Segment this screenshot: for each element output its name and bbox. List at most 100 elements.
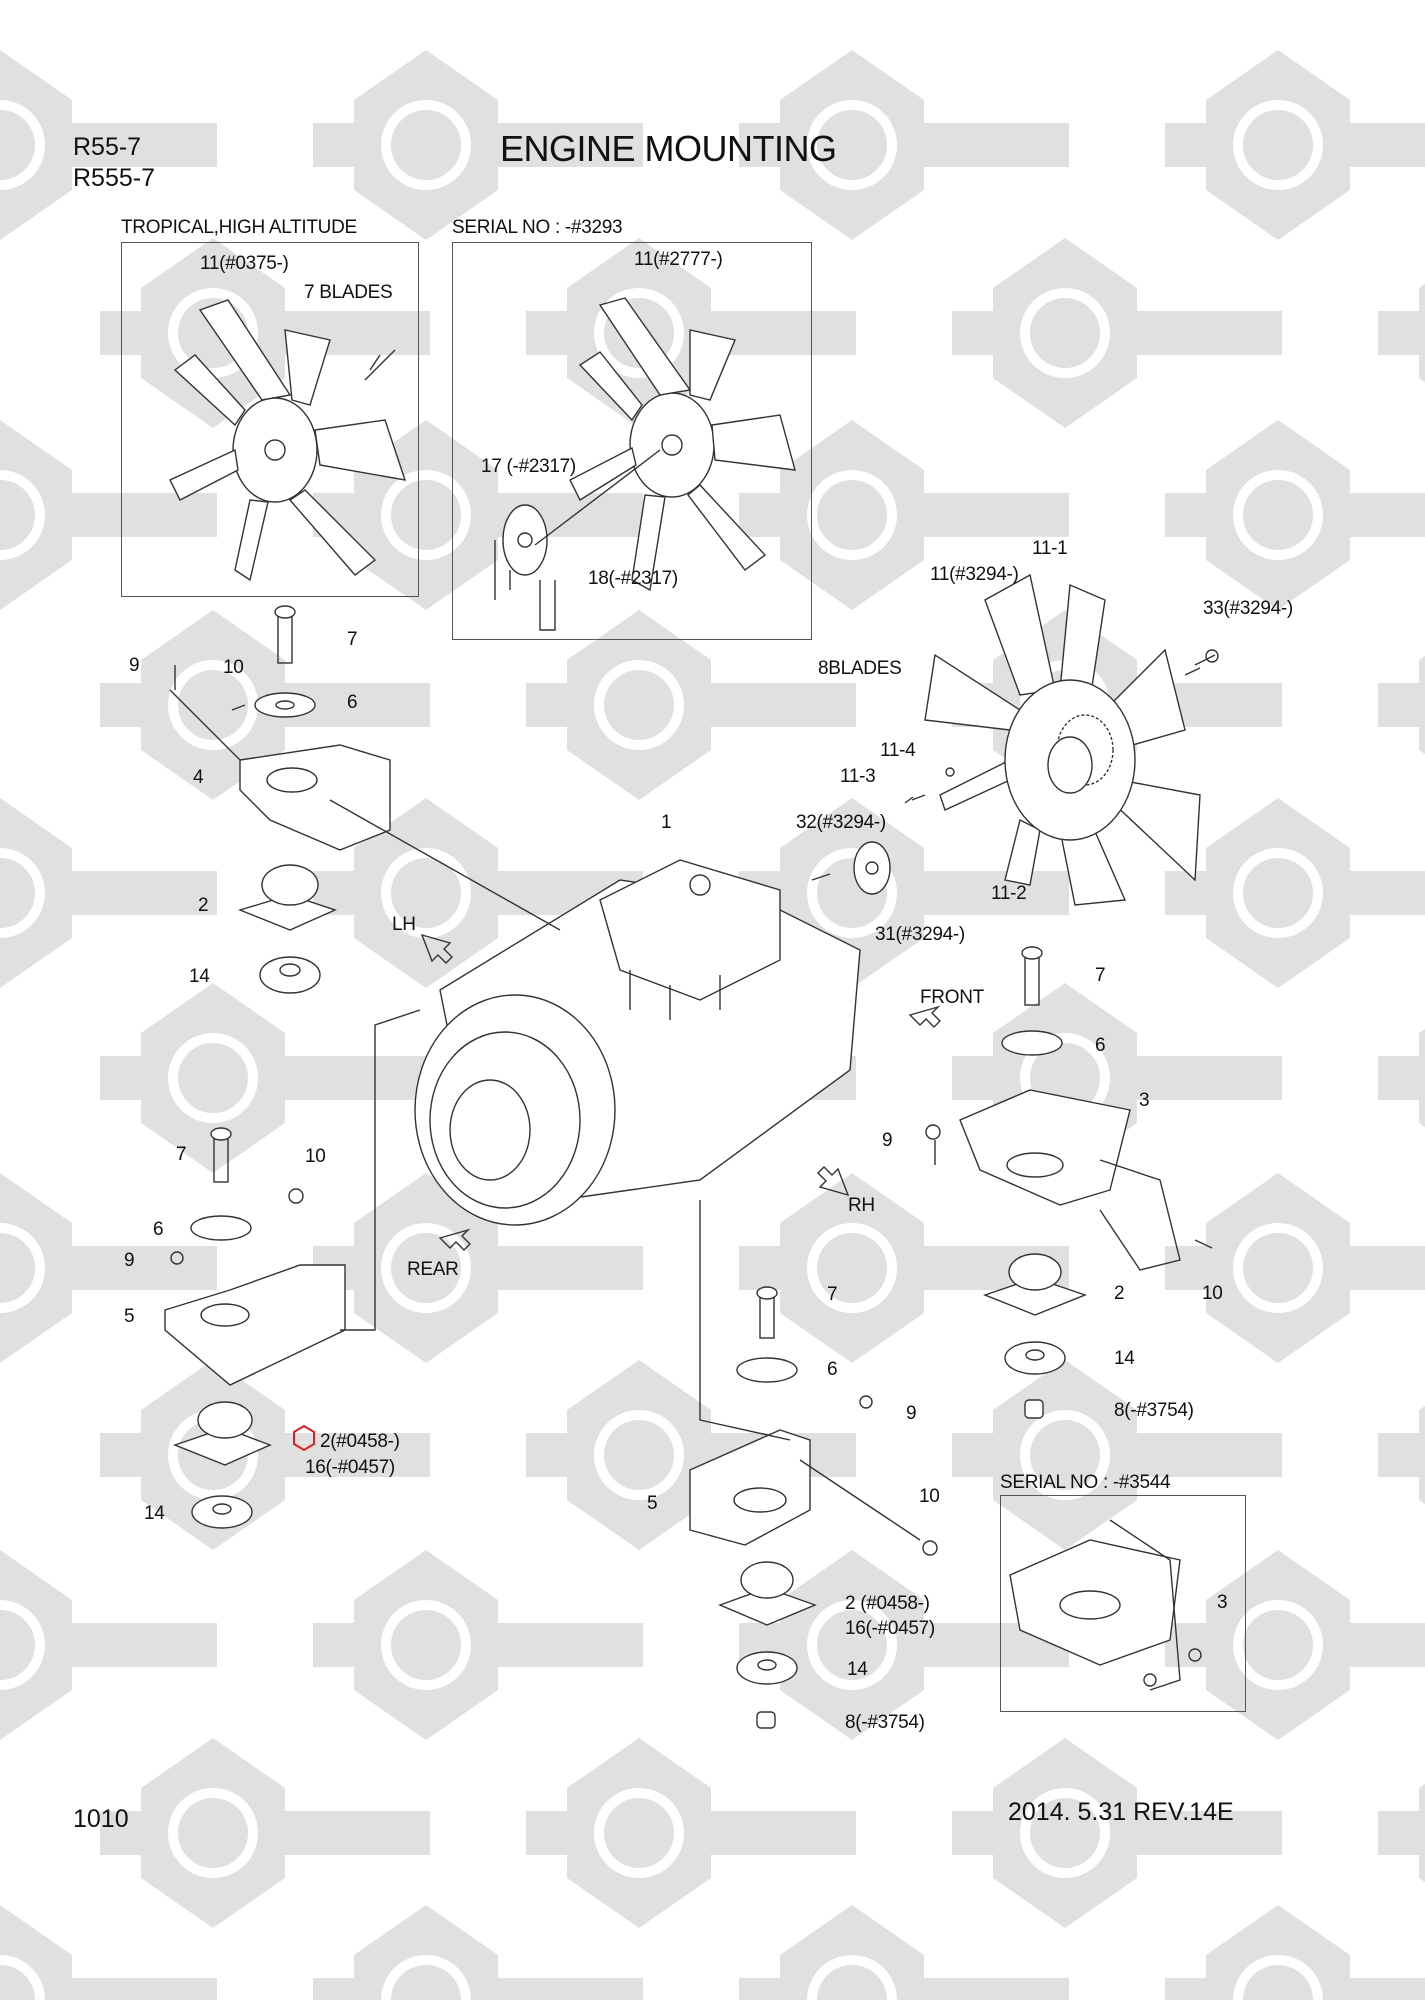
watermark-logo-tile [0, 1550, 217, 1740]
watermark-logo-tile [1165, 420, 1425, 610]
callout: 2 (#0458-) [845, 1593, 930, 1614]
watermark-logo-tile [1165, 1173, 1425, 1363]
callout: 33(#3294-) [1203, 598, 1293, 619]
callout: 1 [661, 812, 672, 833]
callout: 9 [882, 1130, 893, 1151]
callout: 2(#0458-) [320, 1431, 400, 1452]
callout: 8(-#3754) [1114, 1400, 1194, 1421]
callout: 6 [347, 692, 358, 713]
callout: 11-1 [1032, 538, 1068, 559]
callout: 7 BLADES [304, 282, 393, 303]
model-r55-7: R55-7 [73, 133, 142, 161]
callout: 10 [305, 1146, 326, 1167]
watermark-logo-tile [739, 1550, 1069, 1740]
callout: 9 [124, 1250, 135, 1271]
page-title: ENGINE MOUNTING [500, 128, 837, 169]
watermark-logo-tile [0, 1905, 217, 2000]
arrow-rh-icon [817, 1166, 850, 1197]
callout: 5 [647, 1493, 658, 1514]
callout: 7 [176, 1144, 187, 1165]
inset-box-serial-3293 [452, 242, 812, 640]
mount-rear-right-drawing [689, 1200, 938, 1729]
watermark-logo-tile [0, 50, 217, 240]
watermark-logo-tile [1378, 283, 1425, 383]
callout: 14 [1114, 1348, 1135, 1369]
callout: 14 [189, 966, 210, 987]
callout: 3 [1217, 1592, 1228, 1613]
fan-serial-3293-drawing [494, 297, 796, 631]
watermark-logo-tile [952, 238, 1282, 428]
callout: 7 [347, 629, 358, 650]
callout: 16(-#0457) [845, 1618, 935, 1639]
mount-rear-left-drawing [164, 1009, 421, 1529]
callout: 32(#3294-) [796, 812, 886, 833]
direction-label-front: FRONT [920, 987, 984, 1008]
watermark-logo-tile [739, 50, 1069, 240]
watermark-logo-tile [1378, 655, 1425, 755]
callout: 11(#2777-) [634, 249, 723, 270]
arrow-front-icon [908, 1005, 941, 1028]
watermark-logo-tile [526, 610, 856, 800]
watermark-logo-tile [1165, 1550, 1425, 1740]
watermark-logo-tile [739, 1905, 1069, 2000]
fan-7-blades-drawing [169, 299, 407, 582]
bracket-serial-3544-drawing [1009, 1519, 1202, 1691]
watermark-logo-tile [313, 798, 643, 988]
callout: 11(#3294-) [930, 564, 1019, 585]
watermark-logo-tile [313, 1550, 643, 1740]
mount-front-right-drawing [925, 946, 1213, 1419]
callout: 7 [1095, 965, 1106, 986]
callout: 6 [1095, 1035, 1106, 1056]
watermark-logo-tile [313, 50, 643, 240]
watermark-logo-tile [526, 1360, 856, 1550]
direction-label-rear: REAR [407, 1259, 459, 1280]
watermark-logo-tile [100, 1738, 430, 1928]
inset-box-tropical [121, 242, 419, 597]
callout: 31(#3294-) [875, 924, 965, 945]
watermark-logo-tile [739, 420, 1069, 610]
callout: 2 [198, 895, 209, 916]
callout: 8(-#3754) [845, 1712, 925, 1733]
callout: 14 [847, 1659, 868, 1680]
callout: 10 [223, 657, 244, 678]
mount-front-left-drawing [169, 605, 561, 994]
watermark-logo-tile [1378, 1028, 1425, 1128]
callout: 7 [827, 1284, 838, 1305]
arrow-rear-icon [438, 1228, 471, 1251]
callout: 5 [124, 1306, 135, 1327]
callout: 3 [1139, 1090, 1150, 1111]
watermark-logo-tile [1165, 50, 1425, 240]
watermark-logo-tile [0, 798, 217, 988]
callout: 11-2 [991, 883, 1027, 904]
watermark-logo-tile [1378, 1405, 1425, 1505]
engine-drawing [414, 859, 861, 1226]
direction-label-rh: RH [848, 1195, 875, 1216]
callout: 10 [1202, 1283, 1223, 1304]
callout: 9 [906, 1403, 917, 1424]
arrow-lh-icon [420, 933, 453, 964]
watermark-logo-tile [952, 1738, 1282, 1928]
callout: 11-4 [880, 740, 916, 761]
model-r555-7: R555-7 [73, 164, 155, 192]
watermark-logo-tile [100, 610, 430, 800]
inset-title-serial-3293: SERIAL NO : -#3293 [452, 217, 623, 238]
fan-8-blades-drawing [811, 573, 1219, 906]
page-number: 1010 [73, 1805, 129, 1833]
watermark-logo-tile [526, 1738, 856, 1928]
callout: 4 [193, 767, 204, 788]
watermark-logo-tile [1165, 1905, 1425, 2000]
direction-label-lh: LH [392, 914, 416, 935]
callout: 14 [144, 1503, 165, 1524]
callout: 6 [827, 1359, 838, 1380]
callout: 8BLADES [818, 658, 902, 679]
callout: 9 [129, 655, 140, 676]
inset-box-serial-3544 [1000, 1495, 1246, 1712]
watermark-logo-tile [313, 1905, 643, 2000]
watermark-logo-tile [313, 1173, 643, 1363]
callout: 10 [919, 1486, 940, 1507]
callout: 16(-#0457) [305, 1457, 395, 1478]
callout: 6 [153, 1219, 164, 1240]
watermark-logo-tile [1165, 798, 1425, 988]
